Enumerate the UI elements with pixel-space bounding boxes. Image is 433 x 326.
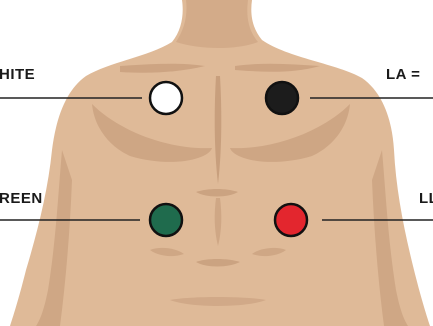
label-right-arm: HITE — [0, 67, 35, 83]
electrode-green — [150, 204, 182, 236]
label-left-leg: LL — [419, 191, 433, 207]
neck-shadow — [176, 0, 258, 48]
label-right-leg: REEN — [0, 191, 43, 207]
electrode-white — [150, 82, 182, 114]
electrode-red — [275, 204, 307, 236]
label-left-arm: LA = — [386, 67, 420, 83]
electrode-black — [266, 82, 298, 114]
torso-body — [10, 0, 430, 326]
